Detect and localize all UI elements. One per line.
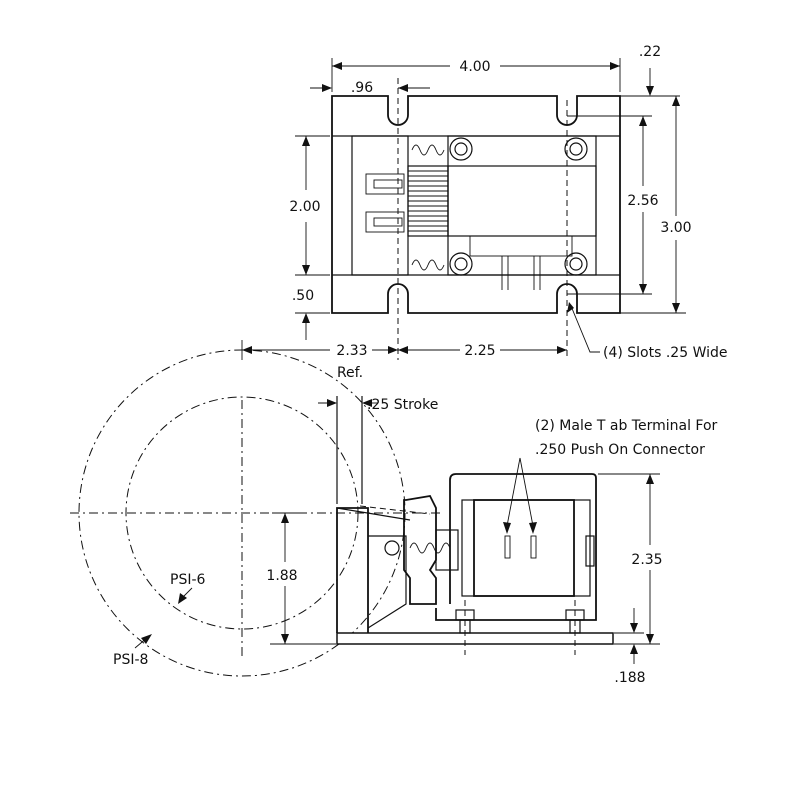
dim-ref-label: 2.33 [336, 343, 367, 359]
top-view-spring [411, 259, 445, 271]
top-view-tab-slot [373, 179, 403, 189]
side-view-nut [455, 600, 475, 655]
top-view-bolt [564, 137, 588, 161]
plunger-sleeve [435, 529, 459, 571]
pivot-pin [384, 540, 400, 556]
top-view: 4.00 .96 .22 2.00 [241, 44, 728, 381]
slots-leader [567, 302, 600, 353]
dim-top-margin-label: .22 [639, 44, 661, 60]
terminal-tab [504, 535, 511, 559]
side-view-bracket [336, 507, 369, 633]
top-view-tab [365, 173, 405, 195]
terminal-leaders [503, 457, 537, 534]
side-view-link-arm [367, 535, 407, 629]
dim-slot-span-label: 2.56 [627, 193, 658, 209]
dim-stroke [318, 399, 378, 407]
top-view-plate [331, 95, 621, 314]
top-view-coil [447, 165, 597, 237]
dim-base-thickness [614, 608, 644, 664]
dim-bottom-margin-label: .50 [292, 288, 314, 304]
side-view-armature [403, 495, 437, 605]
dim-inner-height [295, 135, 330, 276]
dim-height-label: 3.00 [660, 220, 691, 236]
top-view-plunger-block [351, 135, 409, 276]
side-view-frame [435, 473, 597, 621]
top-view-bolt [449, 252, 473, 276]
dim-width [331, 58, 621, 92]
psi6-leader [178, 587, 193, 604]
dim-ref [241, 340, 398, 360]
top-view-bolt [449, 137, 473, 161]
side-view-coil [473, 499, 575, 597]
psi8-leader [134, 634, 152, 649]
dim-slot-offset-label: .96 [351, 80, 373, 96]
dim-height [620, 96, 686, 314]
dim-ref-suffix: Ref. [337, 365, 363, 381]
dim-side-height [598, 473, 660, 645]
dim-top-margin [620, 68, 680, 97]
psi6-label: PSI-6 [170, 572, 206, 588]
dim-inner-height-label: 2.00 [289, 199, 320, 215]
dim-bottom-margin [295, 312, 330, 340]
dim-slot-spacing-label: 2.25 [464, 343, 495, 359]
side-view: .25 Stroke (2) Male T ab Terminal For .2… [70, 349, 718, 686]
side-view-spring [409, 542, 451, 554]
terminal-note-line2: .250 Push On Connector [535, 442, 705, 458]
dim-pivot-height-label: 1.88 [266, 568, 297, 584]
dim-width-label: 4.00 [459, 59, 490, 75]
top-view-tab [365, 211, 405, 233]
psi8-label: PSI-8 [113, 652, 148, 668]
dim-side-height-label: 2.35 [631, 552, 662, 568]
top-view-bolt [564, 252, 588, 276]
side-view-coil-bobbin [461, 499, 591, 597]
dim-base-thickness-label: .188 [614, 670, 645, 686]
psi8-swing-circle [78, 349, 406, 677]
top-view-tab-slot [373, 217, 403, 227]
plunger-stroke-line [359, 505, 431, 515]
side-view-nut [565, 600, 585, 655]
dim-slot-span [567, 115, 652, 295]
side-view-base [336, 632, 614, 645]
slots-note: (4) Slots .25 Wide [603, 345, 728, 361]
dim-slot-offset [310, 84, 430, 92]
stroke-note: .25 Stroke [367, 397, 438, 413]
top-view-spring [411, 144, 445, 156]
top-view-coil-window [469, 235, 573, 257]
dim-pivot-height [270, 512, 336, 645]
terminal-note-line1: (2) Male T ab Terminal For [535, 418, 718, 434]
top-view-laminations [407, 165, 449, 237]
side-view-coil-tab [585, 535, 595, 567]
plunger-link [336, 507, 411, 521]
terminal-tab [530, 535, 537, 559]
dim-slot-spacing [398, 346, 567, 354]
